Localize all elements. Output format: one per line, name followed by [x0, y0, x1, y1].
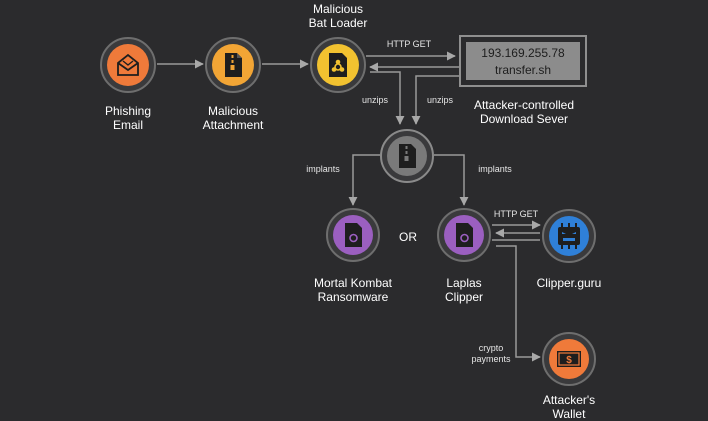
mortal-kombat-label: Mortal Kombat Ransomware — [313, 276, 393, 304]
edge-unzips-right — [411, 75, 459, 125]
clipper-guru-node[interactable] — [541, 208, 597, 264]
server-ip: 193.169.255.78 — [481, 46, 565, 60]
edge-implants-left — [348, 154, 380, 206]
mortal-kombat-node[interactable] — [325, 207, 381, 263]
attacker-wallet-node[interactable]: $ — [541, 331, 597, 387]
edge-implants-right — [434, 154, 469, 206]
malicious-attachment-node[interactable] — [204, 36, 262, 94]
edge-label-unzips-left: unzips — [361, 95, 388, 105]
bat-loader-node[interactable] — [309, 36, 367, 94]
archive-node[interactable] — [379, 128, 435, 184]
file-zip-icon — [399, 144, 416, 168]
bat-loader-label: Malicious Bat Loader — [308, 2, 368, 30]
phishing-email-label: Phishing Email — [104, 104, 152, 132]
or-text: OR — [399, 230, 417, 244]
laplas-clipper-label: Laplas Clipper — [444, 276, 483, 304]
edge-crypto-payments — [496, 245, 541, 362]
edge-label-http-get-bottom: HTTP GET — [493, 209, 539, 219]
phishing-email-node[interactable] — [99, 36, 157, 94]
edge-label-implants-right: implants — [478, 164, 512, 174]
server-host: transfer.sh — [494, 63, 552, 77]
robot-server-icon — [558, 223, 580, 249]
malicious-attachment-label: Malicious Attachment — [202, 104, 264, 132]
file-zip-icon — [225, 53, 242, 77]
ransomware-file-icon — [345, 223, 362, 247]
edge-label-crypto-payments: crypto payments — [471, 343, 511, 364]
edge-unzips-left — [370, 71, 405, 125]
laplas-clipper-node[interactable] — [436, 207, 492, 263]
svg-text:$: $ — [566, 355, 572, 366]
wallet-dollar-icon: $ — [557, 351, 581, 367]
envelope-icon — [117, 53, 139, 76]
download-server-label: Attacker-controlled Download Sever — [473, 98, 575, 126]
edge-label-http-get-top: HTTP GET — [386, 39, 432, 49]
biohazard-file-icon — [329, 53, 347, 77]
edge-label-unzips-right: unzips — [426, 95, 453, 105]
clipper-file-icon — [456, 223, 473, 247]
edge-label-implants-left: implants — [306, 164, 340, 174]
server-address: 193.169.255.78 transfer.sh — [466, 42, 580, 80]
attacker-wallet-label: Attacker's Wallet — [542, 393, 596, 421]
clipper-guru-label: Clipper.guru — [536, 276, 602, 290]
download-server-box[interactable]: 193.169.255.78 transfer.sh — [459, 35, 587, 87]
